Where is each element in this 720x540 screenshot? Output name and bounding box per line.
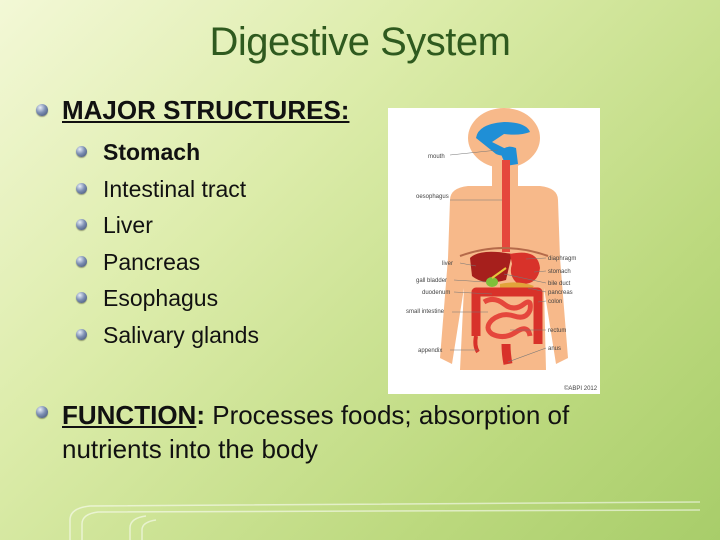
label-appendix: appendix	[418, 348, 442, 354]
label-pancreas: pancreas	[548, 290, 573, 296]
structure-bullet-icon	[76, 329, 87, 340]
label-mouth: mouth	[428, 154, 445, 160]
stomach-shape	[510, 252, 540, 285]
function-statement: FUNCTION: Processes foods; absorption of…	[62, 398, 642, 466]
label-rectum: rectum	[548, 328, 566, 334]
digestive-system-diagram: mouth oesophagus liver gall bladder duod…	[388, 108, 600, 394]
structure-item-salivary-glands: Salivary glands	[103, 322, 259, 348]
structure-item-stomach: Stomach	[103, 139, 201, 165]
mouth-airway-shape	[476, 122, 530, 156]
structure-item-esophagus: Esophagus	[103, 285, 219, 311]
liver-shape	[470, 251, 512, 283]
structure-bullet-icon	[76, 183, 87, 194]
gall-bladder-shape	[486, 277, 498, 287]
label-bile-duct: bile duct	[548, 281, 571, 287]
label-diaphragm: diaphragm	[548, 256, 576, 262]
function-bullet-icon	[36, 406, 48, 418]
function-text: Processes foods; absorption of nutrients…	[62, 400, 570, 464]
slide-title: Digestive System	[209, 20, 511, 64]
structure-bullet-icon	[76, 256, 87, 267]
digestive-diagram-svg: mouth oesophagus liver gall bladder duod…	[406, 108, 598, 392]
colon-shape	[471, 287, 543, 344]
major-bullet-icon	[36, 104, 48, 116]
label-gall-bladder: gall bladder	[416, 278, 447, 284]
label-liver: liver	[442, 261, 453, 267]
label-small-intestine: small intestine	[406, 309, 445, 315]
label-oesophagus: oesophagus	[416, 194, 449, 200]
structure-item-intestinal-tract: Intestinal tract	[103, 176, 247, 202]
copyright-label: ©ABPI 2012	[564, 385, 598, 392]
structure-item-liver: Liver	[103, 212, 153, 238]
label-duodenum: duodenum	[422, 290, 450, 296]
oesophagus-tube	[502, 160, 510, 252]
function-label: FUNCTION	[62, 400, 197, 430]
label-stomach: stomach	[548, 269, 571, 275]
label-colon: colon	[548, 299, 562, 305]
label-anus: anus	[548, 346, 561, 352]
decorative-footer-curves	[69, 501, 701, 540]
structure-bullet-icon	[76, 292, 87, 303]
structure-bullet-icon	[76, 219, 87, 230]
major-structures-heading: MAJOR STRUCTURES:	[62, 95, 350, 125]
structure-bullet-icon	[76, 146, 87, 157]
structure-item-pancreas: Pancreas	[103, 249, 201, 275]
function-colon: :	[196, 400, 205, 430]
